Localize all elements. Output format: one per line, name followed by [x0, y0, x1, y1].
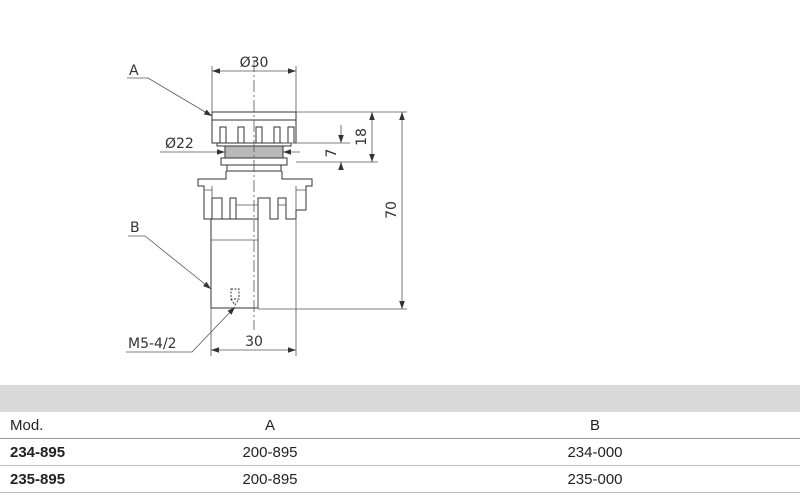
cell-mod: 234-895 [0, 438, 150, 466]
cell-b: 235-000 [390, 465, 800, 493]
dimension-diameter-22: Ø22 [160, 136, 300, 155]
label-a: A [129, 63, 139, 79]
table-header-row: Mod. A B [0, 412, 800, 439]
dimension-7: 7 [283, 125, 350, 170]
diam-mid-label: Ø22 [165, 136, 194, 152]
table-band [0, 385, 800, 412]
leader-thread: M5-4/2 [126, 306, 236, 353]
dim-7-label: 7 [324, 149, 340, 158]
cell-a: 200-895 [150, 438, 390, 466]
spec-table: Mod. A B 234-895 200-895 234-000 235-895… [0, 385, 800, 493]
cylinder-body [210, 218, 259, 309]
dimension-diameter-30: Ø30 [211, 55, 297, 112]
dimension-70: 70 [258, 111, 407, 310]
leader-a: A [127, 63, 213, 117]
cell-a: 200-895 [150, 465, 390, 493]
contact-block [197, 171, 313, 220]
dim-30-label: 30 [245, 334, 263, 350]
thread-label: M5-4/2 [128, 336, 177, 352]
cell-mod: 235-895 [0, 465, 150, 493]
dim-70-label: 70 [384, 201, 400, 219]
leader-b: B [128, 220, 212, 290]
header-a: A [150, 412, 390, 439]
dim-18-label: 18 [354, 128, 370, 146]
table-row: 234-895 200-895 234-000 [0, 438, 800, 466]
diam-top-label: Ø30 [240, 55, 269, 71]
technical-drawing: Ø30 Ø22 18 7 70 30 A B [126, 55, 407, 356]
dimension-18: 18 [296, 111, 378, 163]
cell-b: 234-000 [390, 438, 800, 466]
label-b: B [130, 220, 140, 236]
header-mod: Mod. [0, 412, 150, 439]
table-row: 235-895 200-895 235-000 [0, 465, 800, 493]
header-b: B [390, 412, 800, 439]
